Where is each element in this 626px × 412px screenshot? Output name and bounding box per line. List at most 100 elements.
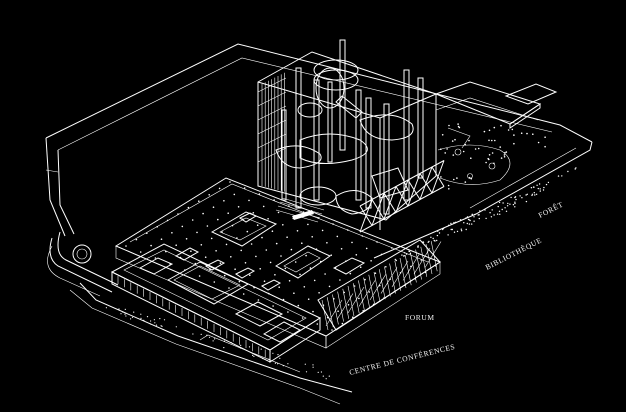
grid-dot: [206, 225, 209, 227]
grid-dot: [213, 281, 216, 283]
stipple-dot: [471, 223, 473, 225]
grid-dot: [405, 253, 408, 255]
grid-dot: [257, 299, 260, 301]
stipple-dot: [267, 358, 269, 360]
grid-dot: [313, 279, 316, 282]
stipple-dot: [125, 315, 127, 317]
grid-dot: [296, 230, 299, 232]
garden-dot: [532, 133, 534, 135]
garden-dot: [505, 151, 508, 153]
stipple-dot: [498, 201, 501, 204]
stipple-dot: [248, 346, 251, 348]
garden-dot: [470, 157, 472, 159]
stipple-dot: [140, 317, 142, 319]
grid-dot: [330, 254, 333, 256]
hatch-line: [399, 257, 407, 289]
hatch-line: [389, 263, 396, 294]
grid-dot: [150, 244, 152, 247]
stipple-dot: [422, 241, 425, 243]
grid-dot: [351, 241, 353, 244]
garden-dot: [448, 124, 450, 127]
grid-dot: [217, 218, 219, 221]
hatch-diagonal: [336, 293, 354, 320]
stipple-dot: [408, 250, 410, 253]
grid-dot: [271, 230, 274, 232]
stipple-dot: [417, 245, 419, 248]
grid-dot: [364, 278, 366, 281]
stipple-dot: [453, 221, 455, 224]
grid-dot: [324, 273, 326, 275]
grid-dot: [262, 205, 265, 208]
grid-dot: [210, 237, 213, 240]
garden-dot: [441, 134, 444, 136]
garden-dot: [499, 146, 502, 148]
hatch-diagonal: [413, 247, 431, 275]
hatch-line: [342, 288, 350, 319]
stipple-dot: [519, 195, 521, 197]
stipple-dot: [514, 196, 517, 198]
grid-dot: [359, 266, 362, 269]
truss-brace: [431, 160, 445, 194]
stipple-dot: [163, 319, 166, 321]
hatch-diagonal: [369, 273, 387, 301]
garden-dot: [520, 132, 523, 134]
grid-dot: [252, 212, 255, 214]
grid-dot: [223, 200, 225, 202]
platform-grid-dots: [125, 181, 437, 331]
garden-dot: [448, 188, 450, 190]
stipple-dot: [530, 187, 533, 189]
stipple-dot: [253, 355, 255, 357]
hatch-diagonal: [380, 267, 398, 294]
truss-brace: [407, 173, 421, 207]
grid-dot: [160, 238, 163, 240]
grid-dot: [337, 310, 339, 313]
stipple-dot: [466, 216, 469, 218]
stipple-dot: [432, 237, 434, 240]
grid-dot: [139, 251, 142, 253]
garden-dots: [440, 123, 546, 190]
garden-dot: [446, 148, 448, 150]
stipple-dot: [120, 313, 122, 315]
grid-dot: [358, 297, 360, 300]
grid-dot: [307, 298, 310, 301]
stipple-dot: [526, 193, 528, 195]
grid-dot: [278, 286, 281, 289]
stipple-dot: [312, 366, 314, 368]
stipple-dot: [322, 375, 324, 377]
stipple-dot: [438, 232, 441, 234]
hatch-line: [420, 246, 428, 277]
stipple-dot: [514, 206, 516, 208]
garden-dot: [544, 136, 546, 138]
stipple-dot: [468, 219, 470, 221]
stipple-dot: [401, 254, 403, 256]
stipple-dot: [535, 193, 538, 195]
tower-stair: [275, 197, 325, 223]
grid-dot: [228, 287, 230, 289]
stipple-dot: [153, 319, 155, 321]
stipple-dot: [497, 205, 499, 208]
grid-dot: [240, 249, 242, 252]
stipple-dot: [469, 219, 471, 222]
grid-dot: [321, 229, 324, 232]
grid-dot: [305, 254, 307, 257]
stipple-dot: [531, 193, 534, 195]
truss-brace: [419, 166, 433, 200]
grid-dot: [339, 279, 341, 281]
grid-dot: [376, 241, 378, 243]
garden-dot: [500, 124, 502, 127]
stipple-dot: [490, 216, 493, 218]
stipple-dot: [479, 210, 481, 212]
grid-dot: [229, 181, 231, 183]
stipple-dot: [451, 228, 453, 231]
grid-dot: [212, 206, 215, 208]
stipple-dot: [542, 189, 545, 191]
grid-dot: [267, 218, 269, 220]
forum-glass-hall: [317, 239, 442, 331]
grid-dot: [219, 262, 222, 265]
grid-dot: [288, 205, 290, 207]
grid-dot: [303, 286, 306, 288]
grid-dot: [223, 274, 226, 277]
stipple-dot: [212, 340, 214, 342]
